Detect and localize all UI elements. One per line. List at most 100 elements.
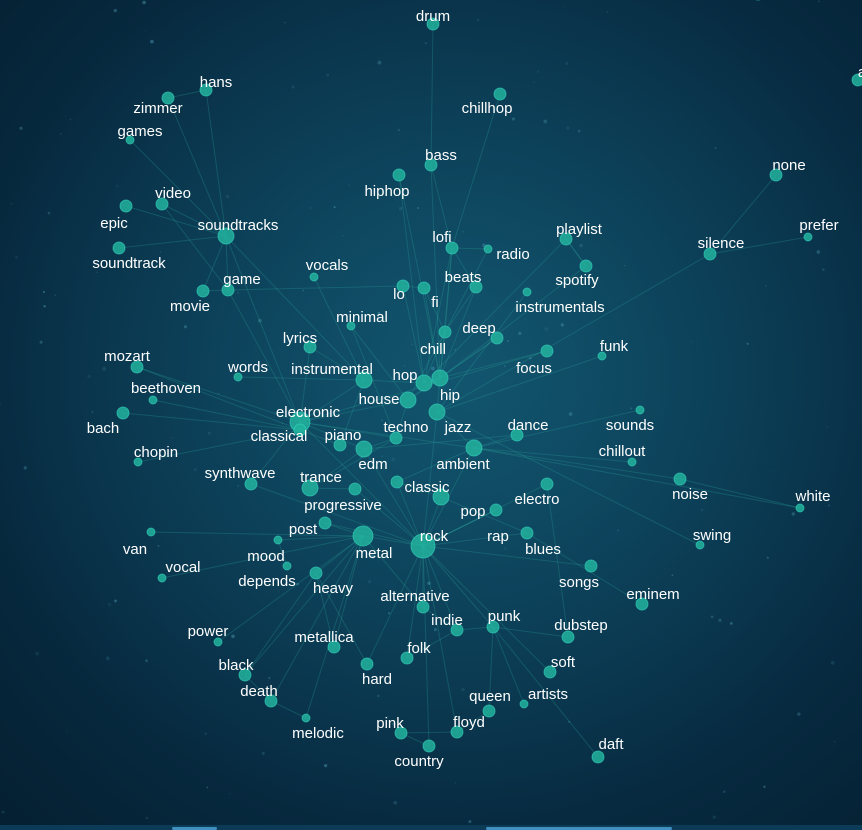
node-pink[interactable] xyxy=(394,726,408,740)
node-game[interactable] xyxy=(221,283,235,297)
node-bach[interactable] xyxy=(116,406,130,420)
node-fi[interactable] xyxy=(417,281,431,295)
node-white[interactable] xyxy=(795,503,805,513)
node-mood[interactable] xyxy=(273,535,283,545)
node-silence[interactable] xyxy=(703,247,717,261)
node-classical[interactable] xyxy=(293,423,307,437)
background-star xyxy=(769,471,772,473)
node-punk[interactable] xyxy=(486,620,500,634)
node-folk[interactable] xyxy=(400,651,414,665)
node-trance[interactable] xyxy=(301,479,319,497)
node-zimmer[interactable] xyxy=(161,91,175,105)
node-deep[interactable] xyxy=(490,331,504,345)
node-noise[interactable] xyxy=(673,472,687,486)
node-lofi[interactable] xyxy=(445,241,459,255)
node-hans[interactable] xyxy=(199,83,213,97)
node-label-fi: fi xyxy=(431,294,439,311)
node-pop[interactable] xyxy=(432,488,450,506)
node-label-deep: deep xyxy=(462,320,495,337)
node-country[interactable] xyxy=(422,739,436,753)
node-alternative[interactable] xyxy=(416,600,430,614)
node-van[interactable] xyxy=(146,527,156,537)
node-label-pink: pink xyxy=(376,715,404,732)
node-daft[interactable] xyxy=(591,750,605,764)
node-post[interactable] xyxy=(318,516,332,530)
node-words[interactable] xyxy=(233,372,243,382)
background-star xyxy=(183,325,188,329)
node-dance[interactable] xyxy=(510,428,524,442)
node-swing[interactable] xyxy=(695,540,705,550)
node-techno[interactable] xyxy=(389,431,403,445)
node-epic[interactable] xyxy=(119,199,133,213)
node-electro[interactable] xyxy=(540,477,554,491)
node-chill[interactable] xyxy=(438,325,452,339)
node-rap[interactable] xyxy=(520,526,534,540)
edge-lyrics-electronic xyxy=(299,346,311,423)
node-vocals[interactable] xyxy=(309,272,319,282)
node-metal[interactable] xyxy=(352,525,374,547)
node-eminem[interactable] xyxy=(635,597,649,611)
node-spotify[interactable] xyxy=(579,259,593,273)
node-classic[interactable] xyxy=(390,475,404,489)
node-focus[interactable] xyxy=(540,344,554,358)
node-piano[interactable] xyxy=(333,438,347,452)
node-death[interactable] xyxy=(264,694,278,708)
node-movie[interactable] xyxy=(196,284,210,298)
node-floyd[interactable] xyxy=(450,725,464,739)
node-beats[interactable] xyxy=(469,280,483,294)
node-hard[interactable] xyxy=(360,657,374,671)
node-playlist[interactable] xyxy=(559,232,573,246)
node-dubstep[interactable] xyxy=(561,630,575,644)
node-chillhop[interactable] xyxy=(493,87,507,101)
node-vocal[interactable] xyxy=(157,573,167,583)
node-artists[interactable] xyxy=(519,699,529,709)
node-soundtrack[interactable] xyxy=(112,241,126,255)
node-black[interactable] xyxy=(238,668,252,682)
node-hiphop[interactable] xyxy=(392,168,406,182)
node-edm[interactable] xyxy=(355,440,373,458)
node-sounds[interactable] xyxy=(635,405,645,415)
node-prefer[interactable] xyxy=(803,232,813,242)
node-blues[interactable] xyxy=(489,503,503,517)
node-instrumentals[interactable] xyxy=(522,287,532,297)
node-hop[interactable] xyxy=(415,374,433,392)
node-hip[interactable] xyxy=(431,369,449,387)
node-depends[interactable] xyxy=(282,561,292,571)
node-jazz[interactable] xyxy=(428,403,446,421)
node-house[interactable] xyxy=(399,391,417,409)
node-rock[interactable] xyxy=(410,533,436,559)
node-soundtracks[interactable] xyxy=(217,227,235,245)
node-games[interactable] xyxy=(125,135,135,145)
node-synthwave[interactable] xyxy=(244,477,258,491)
node-power[interactable] xyxy=(213,637,223,647)
edge-dubstep-electro xyxy=(546,483,569,638)
background-star xyxy=(710,615,714,619)
node-lo[interactable] xyxy=(396,279,410,293)
background-star xyxy=(729,622,733,625)
node-beethoven[interactable] xyxy=(148,395,158,405)
node-radio[interactable] xyxy=(483,244,493,254)
node-indie[interactable] xyxy=(450,623,464,637)
node-songs[interactable] xyxy=(584,559,598,573)
node-drum[interactable] xyxy=(426,17,440,31)
node-heavy[interactable] xyxy=(309,566,323,580)
node-bass[interactable] xyxy=(424,158,438,172)
node-ambient[interactable] xyxy=(465,439,483,457)
node-queen[interactable] xyxy=(482,704,496,718)
node-a[interactable] xyxy=(851,73,862,87)
node-mozart[interactable] xyxy=(130,360,144,374)
node-minimal[interactable] xyxy=(346,321,356,331)
node-none[interactable] xyxy=(769,168,783,182)
node-lyrics[interactable] xyxy=(303,340,317,354)
node-label-floyd: floyd xyxy=(453,714,485,731)
node-chillout[interactable] xyxy=(627,457,637,467)
node-metallica[interactable] xyxy=(327,640,341,654)
node-chopin[interactable] xyxy=(133,457,143,467)
node-funk[interactable] xyxy=(597,351,607,361)
node-instrumental[interactable] xyxy=(355,371,373,389)
node-progressive[interactable] xyxy=(348,482,362,496)
node-video[interactable] xyxy=(155,197,169,211)
node-soft[interactable] xyxy=(543,665,557,679)
node-melodic[interactable] xyxy=(301,713,311,723)
